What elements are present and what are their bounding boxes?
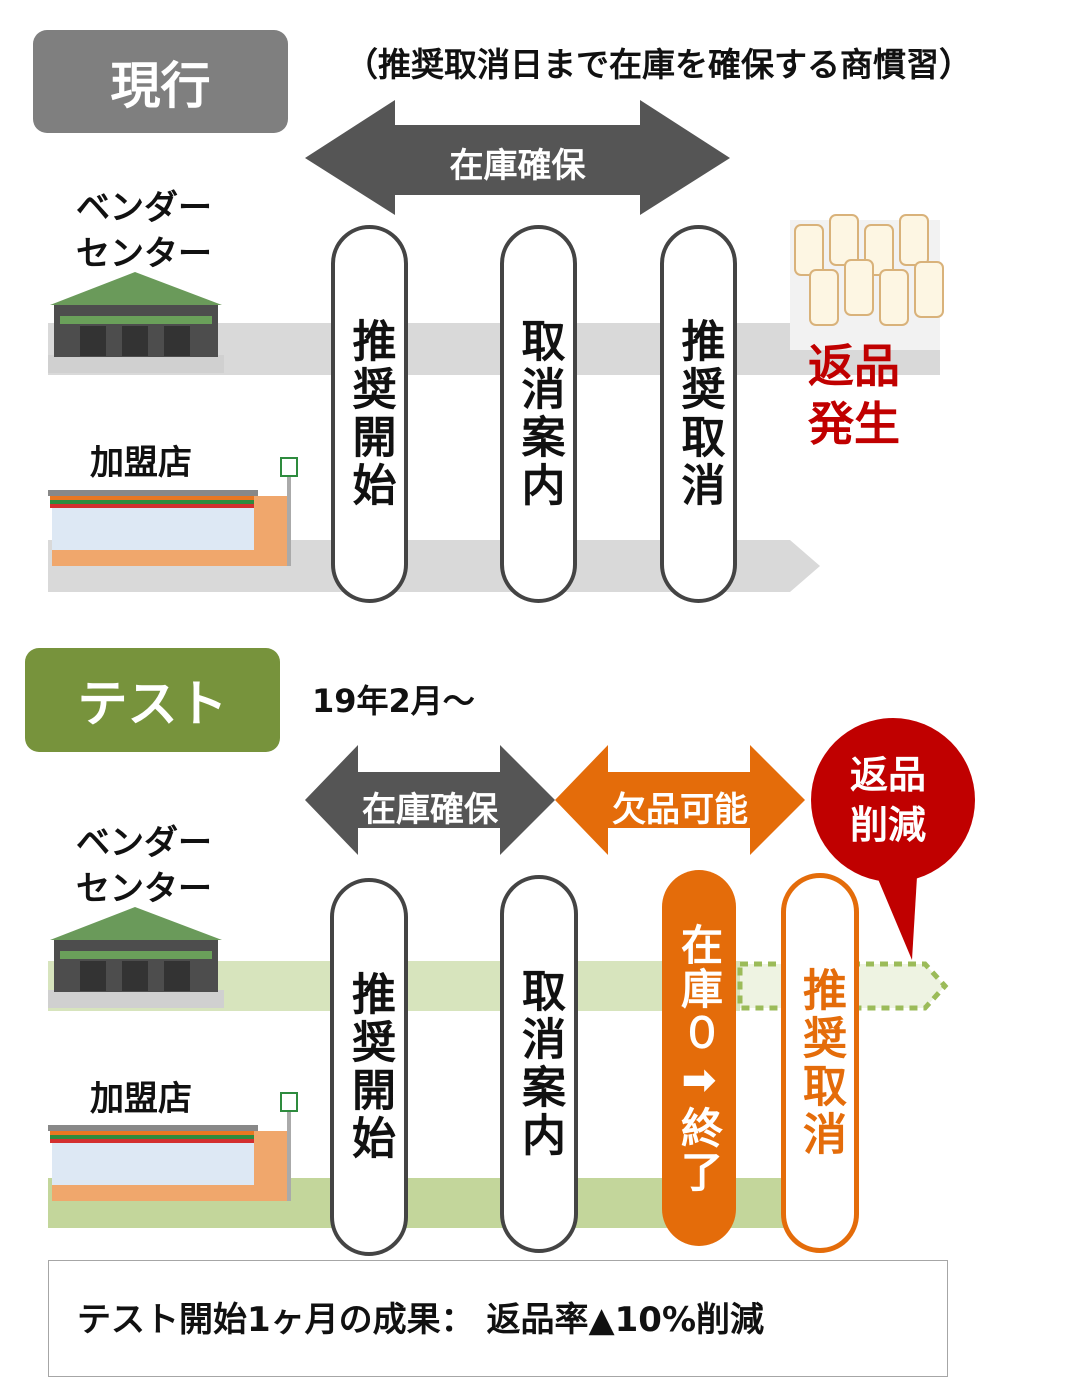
step-label: 取消案内	[514, 968, 565, 1160]
step-recommend-cancel: 推奨取消	[660, 225, 737, 603]
test-stock-secure-label: 在庫確保	[362, 790, 498, 830]
test-date: 19年2月～	[312, 682, 475, 720]
returns-occur-line2: 発生	[808, 397, 900, 451]
bubble-line1: 返品	[850, 753, 927, 797]
stock-secure-label: 在庫確保	[449, 146, 586, 186]
test-vendor-label-line1: ベンダー	[76, 823, 212, 863]
test-tag: テスト	[25, 648, 280, 752]
convenience-store-icon	[48, 457, 298, 566]
step-label: 推奨取消	[673, 318, 725, 510]
test-stock-secure-arrow	[305, 745, 555, 855]
current-tag: 現行	[33, 30, 288, 133]
warehouse-icon	[48, 272, 224, 373]
warehouse-icon	[48, 907, 224, 1008]
summary-text: テスト開始1ヶ月の成果： 返品率▲10%削減	[77, 1300, 765, 1340]
test-step-recommend-cancel: 推奨取消	[781, 873, 859, 1253]
step-cancel-notice: 取消案内	[500, 225, 577, 603]
step-label: 取消案内	[513, 318, 565, 510]
step-recommend-start: 推奨開始	[331, 225, 408, 603]
test-vendor-label-line2: センター	[76, 869, 212, 909]
test-step-recommend-start: 推奨開始	[330, 878, 408, 1256]
test-store-label: 加盟店	[90, 1079, 192, 1119]
convenience-store-icon	[48, 1092, 298, 1201]
test-step-stock-zero-end: 在庫０➡終了	[662, 870, 736, 1246]
return-reduction-bubble	[811, 718, 975, 960]
stock-secure-arrow	[305, 100, 730, 215]
current-note: （推奨取消日まで在庫を確保する商慣習）	[345, 45, 972, 84]
vendor-label-line1: ベンダー	[76, 188, 212, 228]
stockout-allowed-arrow	[555, 745, 805, 855]
step-label: 推奨開始	[344, 318, 396, 510]
summary-box: テスト開始1ヶ月の成果： 返品率▲10%削減	[48, 1260, 948, 1377]
returned-products-icon	[790, 214, 944, 350]
test-step-cancel-notice: 取消案内	[500, 875, 578, 1253]
step-label: 在庫０➡終了	[674, 922, 724, 1194]
store-label: 加盟店	[90, 443, 192, 483]
returns-occur-line1: 返品	[808, 339, 900, 393]
vendor-label-line2: センター	[76, 234, 212, 274]
bubble-line2: 削減	[850, 803, 927, 847]
step-label: 推奨取消	[795, 967, 846, 1159]
step-label: 推奨開始	[344, 971, 395, 1163]
stockout-allowed-label: 欠品可能	[612, 790, 748, 830]
